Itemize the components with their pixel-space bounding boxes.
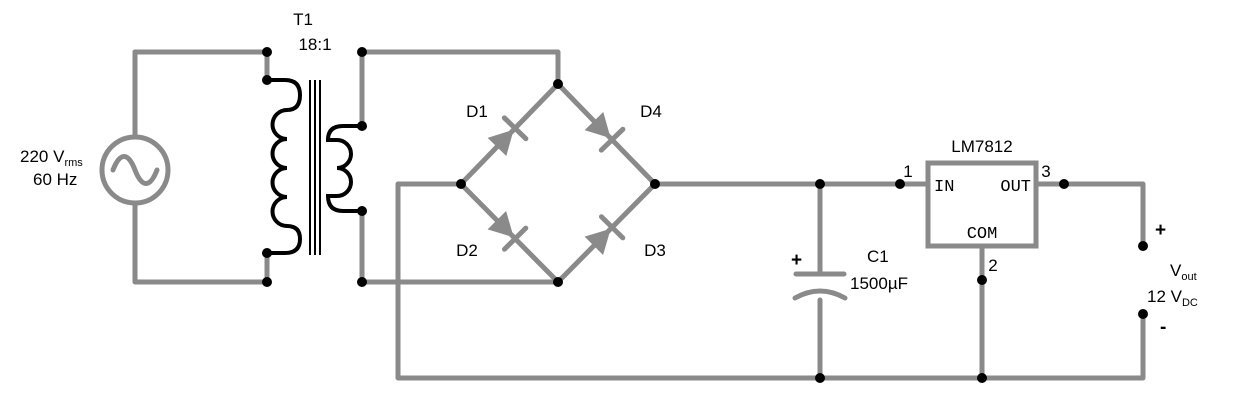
labels: 220 Vrms 60 Hz T1 18:1 D1 D4 D2 D3 + C1 … [20,10,1198,338]
ac-source [99,134,171,206]
wire-secondary-top [359,49,561,129]
output-voltage-label: 12 VDC [1147,287,1198,309]
regulator-pin2-label: 2 [988,256,997,275]
output-terminal-positive [1138,241,1148,251]
node [553,79,563,89]
regulator-body [925,160,1039,249]
diode-d2-label: D2 [456,241,478,260]
node [1059,179,1069,189]
capacitor-plate-negative [792,288,848,301]
capacitor-name-label: C1 [867,247,889,266]
source-voltage-label: 220 Vrms [20,147,83,169]
transformer [265,78,364,255]
regulator-pin3-label: 3 [1041,162,1050,181]
output-minus-label: - [1160,317,1166,338]
node [553,277,563,287]
ac-source-circle [99,134,171,206]
node [262,248,272,258]
diode-d3 [584,214,626,255]
node [650,179,660,189]
node [815,179,825,189]
output-plus-label: + [1155,220,1166,241]
node [262,277,272,287]
output-label: Vout [1170,261,1197,283]
node [456,179,466,189]
node [815,373,825,383]
regulator-pin-out-label: OUT [1000,178,1031,197]
source-frequency-label: 60 Hz [33,170,77,189]
node [357,121,367,131]
regulator-pin1-label: 1 [903,162,912,181]
diode-d4-label: D4 [640,102,662,121]
diode-d1 [487,115,529,156]
diode-d1-label: D1 [466,102,488,121]
node [977,373,987,383]
capacitor-value-label: 1500µF [850,274,908,293]
diodes [487,112,626,255]
secondary-coil [325,124,364,213]
node [977,275,987,285]
wire-reg-out [1033,181,1146,249]
transformer-ratio-label: 18:1 [298,35,331,54]
diode-d2 [487,211,529,252]
regulator [925,160,1039,249]
capacitor [792,271,848,301]
node [262,75,272,85]
node [357,277,367,287]
sine-wave-icon [110,154,160,186]
node [357,206,367,216]
primary-coil [265,78,303,255]
wire-source-left-bottom [132,200,270,285]
regulator-pin-in-label: IN [934,178,954,197]
junction-nodes [262,47,1148,383]
diode-d3-label: D3 [644,241,666,260]
diode-d4 [584,112,626,153]
output-terminal-negative [1138,309,1148,319]
node [262,47,272,57]
regulator-pin-com-label: COM [967,225,998,244]
regulator-name-label: LM7812 [951,137,1012,156]
wire-bridge-neg [395,181,1146,381]
capacitor-polarity-label: + [791,250,802,271]
node [357,47,367,57]
node [895,179,905,189]
transformer-name-label: T1 [293,10,313,29]
